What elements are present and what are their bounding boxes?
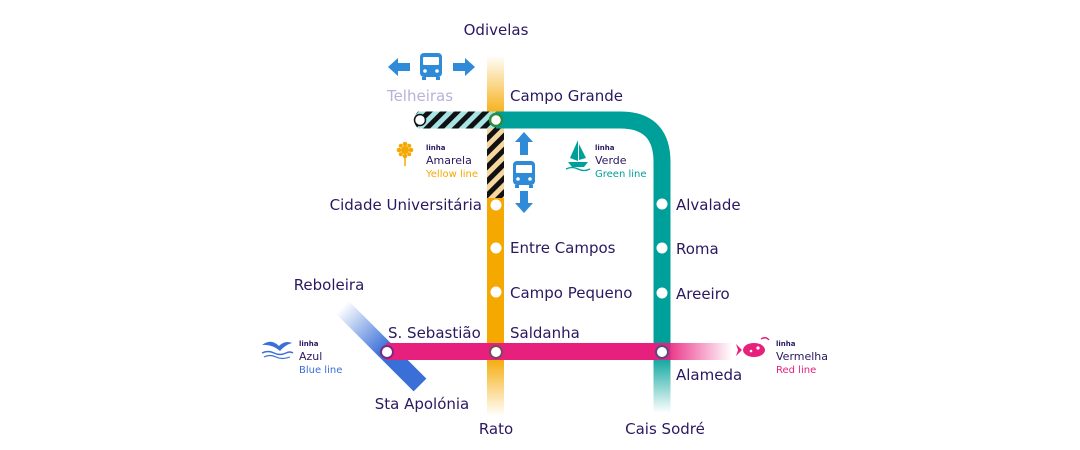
red-line: [386, 343, 732, 360]
arrow-down-icon: [515, 191, 533, 213]
station-label-entre-campos[interactable]: Entre Campos: [510, 239, 616, 257]
caravel-icon: [565, 140, 591, 172]
station-label-cais-sodre[interactable]: Cais Sodré: [625, 420, 705, 438]
yellow-line: [487, 55, 504, 416]
bus-icon: [420, 53, 442, 80]
station-label-sta-apolonia[interactable]: Sta Apolónia: [375, 395, 470, 413]
green-line-works: [414, 111, 496, 129]
station-dot-telheiras[interactable]: [413, 113, 427, 127]
station-dot-alameda[interactable]: [655, 345, 669, 359]
station-dot-campo-pequeno[interactable]: [490, 286, 502, 298]
bus-icon: [513, 161, 535, 188]
station-label-odivelas[interactable]: Odivelas: [464, 21, 529, 39]
station-label-campo-pequeno[interactable]: Campo Pequeno: [510, 284, 632, 302]
compass-rose-icon: [736, 337, 770, 357]
station-dots: [380, 112, 669, 359]
station-dot-roma[interactable]: [656, 242, 668, 254]
bus-shuttle-horizontal: [388, 53, 475, 80]
station-dot-cidade-universitaria[interactable]: [490, 199, 502, 211]
svg-text:linha: linha: [426, 144, 446, 152]
arrow-left-icon: [388, 58, 410, 76]
station-label-roma[interactable]: Roma: [676, 240, 719, 258]
svg-text:Yellow line: Yellow line: [425, 169, 478, 180]
svg-text:Vermelha: Vermelha: [776, 350, 828, 363]
station-dot-s-sebastiao[interactable]: [380, 345, 394, 359]
seagull-icon: [261, 341, 294, 360]
station-label-alvalade[interactable]: Alvalade: [676, 196, 741, 214]
station-label-rato[interactable]: Rato: [479, 420, 513, 438]
station-label-cidade-universitaria[interactable]: Cidade Universitária: [330, 196, 482, 214]
legend-green-line: linha Verde Green line: [565, 140, 647, 180]
bus-shuttle-vertical: [513, 132, 535, 213]
arrow-up-icon: [515, 132, 533, 155]
station-dot-alvalade[interactable]: [656, 198, 668, 210]
station-dot-saldanha[interactable]: [489, 345, 503, 359]
svg-text:linha: linha: [776, 340, 796, 348]
station-labels: Odivelas Telheiras Campo Grande Cidade U…: [294, 21, 742, 438]
station-dot-campo-grande[interactable]: [488, 112, 504, 128]
svg-text:Verde: Verde: [595, 154, 627, 167]
svg-text:linha: linha: [299, 340, 319, 348]
station-label-areeiro[interactable]: Areeiro: [676, 285, 730, 303]
legend-red-line: linha Vermelha Red line: [736, 337, 828, 376]
station-label-saldanha[interactable]: Saldanha: [510, 324, 580, 342]
station-dot-areeiro[interactable]: [656, 287, 668, 299]
arrow-right-icon: [453, 58, 475, 76]
station-label-campo-grande[interactable]: Campo Grande: [510, 87, 623, 105]
svg-text:Azul: Azul: [299, 350, 322, 363]
station-label-s-sebastiao[interactable]: S. Sebastião: [388, 324, 481, 342]
station-label-telheiras[interactable]: Telheiras: [386, 87, 453, 105]
station-dot-entre-campos[interactable]: [490, 242, 502, 254]
svg-text:Green line: Green line: [595, 169, 647, 180]
yellow-line-works: [487, 120, 504, 198]
svg-text:linha: linha: [595, 144, 615, 152]
legend-yellow-line: linha Amarela Yellow line: [396, 141, 478, 180]
blue-line: [335, 300, 427, 392]
station-label-reboleira[interactable]: Reboleira: [294, 276, 365, 294]
svg-text:Blue line: Blue line: [299, 365, 342, 376]
svg-text:Red line: Red line: [776, 365, 816, 376]
sunflower-icon: [396, 141, 414, 166]
legend-blue-line: linha Azul Blue line: [261, 340, 342, 376]
svg-text:Amarela: Amarela: [426, 154, 472, 167]
green-line: [496, 111, 671, 413]
station-label-alameda[interactable]: Alameda: [676, 366, 742, 384]
